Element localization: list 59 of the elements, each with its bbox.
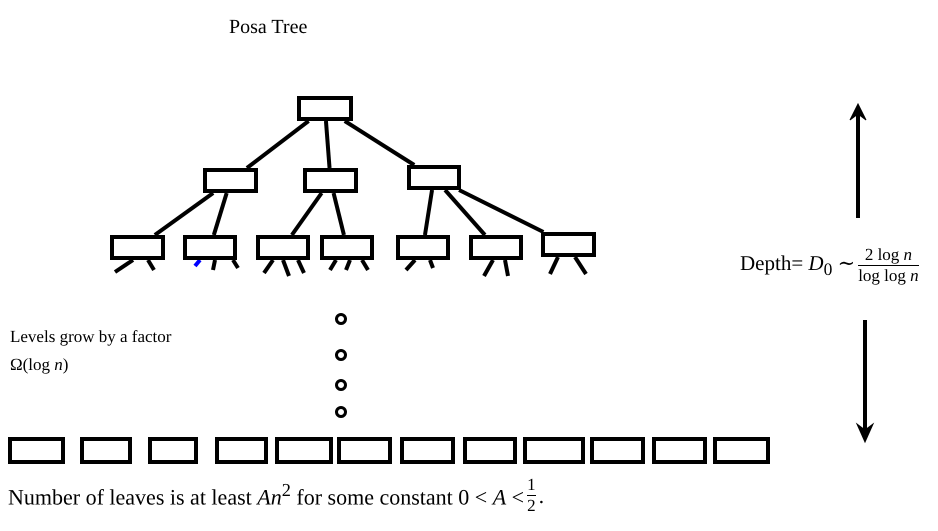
leaf-box (590, 437, 645, 464)
tree-node-box (110, 235, 165, 260)
branch-stub (231, 258, 240, 270)
branch-stub (428, 259, 435, 269)
tree-node-box (320, 235, 374, 260)
tree-edge (246, 119, 310, 170)
leaf-box (215, 437, 268, 464)
leaf-box (275, 437, 333, 464)
tree-edge (154, 191, 214, 237)
leaf-box (463, 437, 517, 464)
tree-node-box (407, 165, 461, 190)
leaf-box (80, 437, 132, 464)
tree-edge (344, 119, 416, 167)
fraction-denominator: 2 (527, 497, 536, 516)
branch-stub (503, 260, 510, 276)
tree-edge (444, 188, 486, 236)
tree-edge (458, 188, 544, 234)
tree-edge (290, 192, 324, 236)
branch-stub (482, 259, 495, 277)
branch-stub (404, 258, 416, 272)
branch-stub (548, 256, 560, 275)
branch-stub (360, 258, 370, 272)
leaf-box (713, 437, 770, 464)
branch-stub (211, 260, 217, 270)
branch-stub (296, 259, 306, 274)
branch-stub (573, 256, 588, 276)
tree-edge (212, 192, 229, 236)
fraction-numerator: 1 (527, 476, 536, 494)
leaf-box (652, 437, 707, 464)
branch-stub (262, 258, 275, 274)
tree-edge (332, 192, 346, 236)
tree-node-box (297, 96, 353, 121)
tree-edge (324, 120, 332, 168)
branch-stub (328, 258, 338, 272)
fraction-numerator: 2 log n (864, 246, 912, 264)
tree-node-box (203, 168, 258, 193)
tree-node-box (183, 235, 237, 260)
tree-node-box (541, 232, 596, 257)
tree-edge (422, 190, 434, 236)
branch-stub (281, 259, 291, 277)
branch-stub (146, 258, 156, 272)
tree-node-box (469, 235, 523, 260)
branch-stub (193, 258, 202, 268)
tree-node-box (256, 235, 310, 260)
leaf-box (148, 437, 198, 464)
depth-formula: Depth= D$_{0}$ ∼ (740, 251, 856, 280)
leaf-box (523, 437, 585, 464)
tree-node-box (396, 235, 450, 260)
tree-node-box (303, 168, 358, 193)
fraction-denominator: log log n (858, 267, 919, 286)
branch-stub (344, 259, 352, 271)
leaf-box (400, 437, 455, 464)
leaf-box (337, 437, 392, 464)
period: . (538, 482, 544, 509)
note-text: Levels grow by a factor Ω(log n) (10, 326, 172, 376)
caption: Number of leaves is at least An$^{2}$ for some constant 0 < A < (8, 480, 524, 511)
branch-stub (114, 258, 134, 274)
leaf-box (8, 437, 65, 464)
diagram-title: Posa Tree (229, 16, 308, 39)
